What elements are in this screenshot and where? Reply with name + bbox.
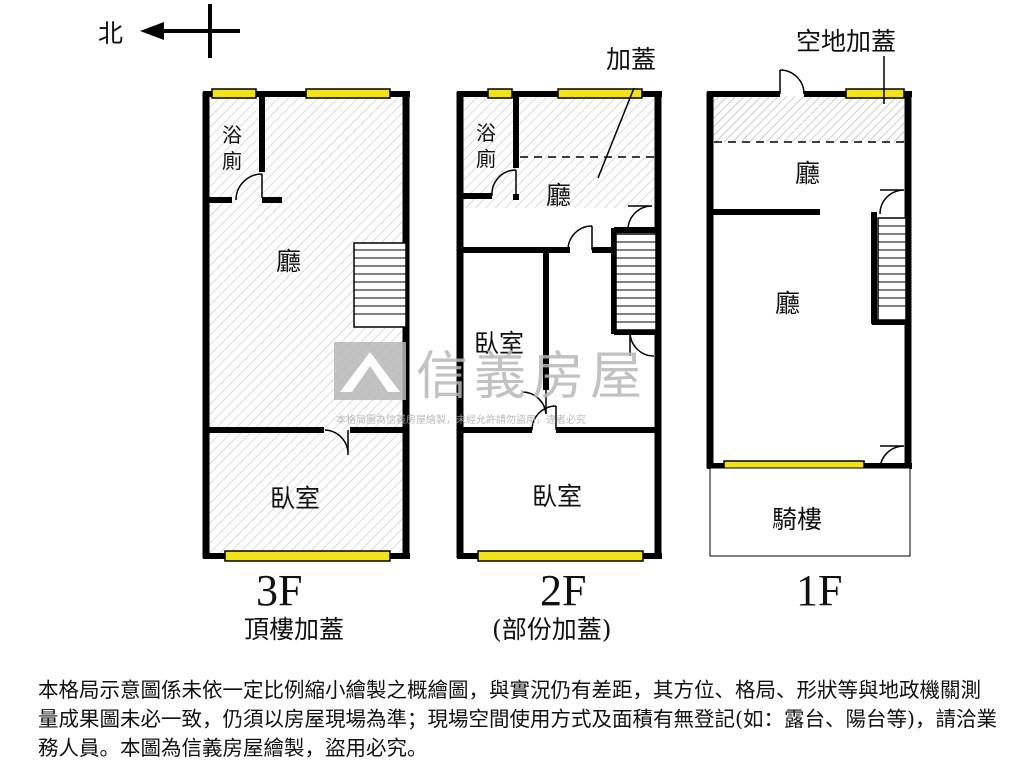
stairs-icon	[877, 217, 907, 321]
window	[305, 88, 391, 99]
north-compass: 北	[98, 4, 240, 58]
room-label: 廁	[222, 149, 242, 173]
door-icon	[627, 205, 653, 231]
floor-sublabel: (部份加蓋)	[492, 615, 612, 644]
addition-pointer	[597, 87, 635, 179]
floor-sublabel: 頂樓加蓋	[244, 615, 344, 644]
room-label: 廳	[276, 247, 301, 276]
window	[845, 88, 905, 99]
north-arrowhead-icon	[140, 22, 164, 40]
room-label: 浴	[476, 121, 496, 145]
door-icon	[521, 390, 547, 415]
room-label: 騎樓	[772, 505, 822, 534]
room-label: 廳	[795, 159, 820, 188]
room-label: 臥室	[474, 329, 524, 358]
arcade-area	[709, 467, 911, 557]
disclaimer-text: 本格局示意圖係未依一定比例縮小繪製之概繪圖，與實況仍有差距，其方位、格局、形狀等…	[38, 678, 997, 760]
door-icon	[324, 429, 349, 456]
watermark-notice: 本格局圖為信義房屋繪製，未經允許請勿盜用，違者必究	[336, 413, 586, 426]
room-label: 加蓋	[606, 45, 656, 74]
door-icon	[531, 405, 557, 431]
door-icon	[491, 169, 517, 197]
window	[211, 88, 257, 99]
hatch-area	[208, 432, 406, 556]
door-icon	[567, 225, 593, 251]
door-icon	[879, 189, 905, 215]
north-label: 北	[98, 19, 123, 48]
watermark: 信義房屋 本格局圖為信義房屋繪製，未經允許請勿盜用，違者必究	[334, 342, 648, 426]
room-label: 廳	[546, 181, 571, 210]
plan-1f: 空地加蓋 廳 廳 騎樓 1F	[706, 27, 912, 615]
floor-label: 3F	[256, 566, 302, 615]
window	[487, 88, 513, 99]
room-label: 空地加蓋	[796, 27, 896, 56]
room-label: 臥室	[270, 484, 320, 513]
brand-logo-icon	[334, 342, 406, 400]
window	[557, 88, 643, 99]
window	[477, 550, 644, 562]
door-icon	[235, 173, 263, 201]
room-label: 廳	[775, 289, 800, 318]
room-label: 臥室	[532, 482, 582, 511]
window	[224, 550, 391, 562]
floor-label: 1F	[796, 566, 842, 615]
floor-label: 2F	[540, 566, 586, 615]
plan-3f: 浴 廁 廳 臥室 3F 頂樓加蓋	[202, 88, 410, 644]
door-icon	[629, 331, 655, 357]
door-icon	[879, 445, 905, 469]
watermark-brand: 信義房屋	[416, 347, 648, 407]
room-label: 廁	[476, 147, 496, 171]
hatch-area	[712, 96, 908, 142]
plan-2f: 加蓋 浴 廁 廳 臥室 臥室 2F (部份加蓋)	[456, 45, 662, 644]
stairs-icon	[615, 233, 657, 331]
stairs-icon	[353, 242, 407, 328]
door-icon	[779, 69, 805, 95]
room-label: 浴	[222, 123, 242, 147]
